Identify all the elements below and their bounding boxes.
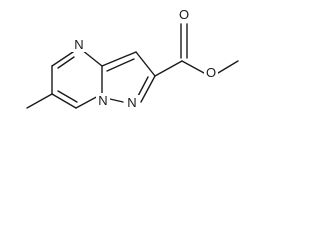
atom-n-pyrazole-label: N [127,95,136,110]
bond-n1-n8 [109,98,124,103]
bond-carbonyl-c-oester [181,60,205,74]
atom-n-pyrazole: N [124,95,140,110]
bond-oester-methyl [217,60,239,74]
atom-n-top-label: N [74,37,83,52]
bond-c5-n4 [51,49,77,67]
atom-n-bridge-label: N [98,93,107,108]
bond-c7-c6-double [57,90,78,103]
atom-o-ester-label: O [206,65,216,80]
bond-c2-n1 [140,75,156,103]
bond-c3-c2 [135,51,156,77]
molecule-drawing: N N N O O [26,7,239,110]
atom-o-carbonyl: O [177,7,191,23]
bond-c2-carbonyl-c [154,60,183,77]
bond-c3a-c3-double [106,58,135,72]
atom-o-carbonyl-label: O [179,7,189,22]
atom-n-top: N [72,37,86,52]
atom-n-bridge: N [96,93,110,108]
bond-c2-n1-double [136,76,149,99]
bond-c6-methyl [26,93,53,109]
bond-c7-c6 [51,93,77,109]
structure-diagram: N N N O O [0,0,285,133]
bond-c3a-c3 [101,51,137,67]
bond-n4-c3a [81,49,103,67]
atom-o-ester: O [204,65,218,81]
bond-c5-n4-double [57,56,75,69]
